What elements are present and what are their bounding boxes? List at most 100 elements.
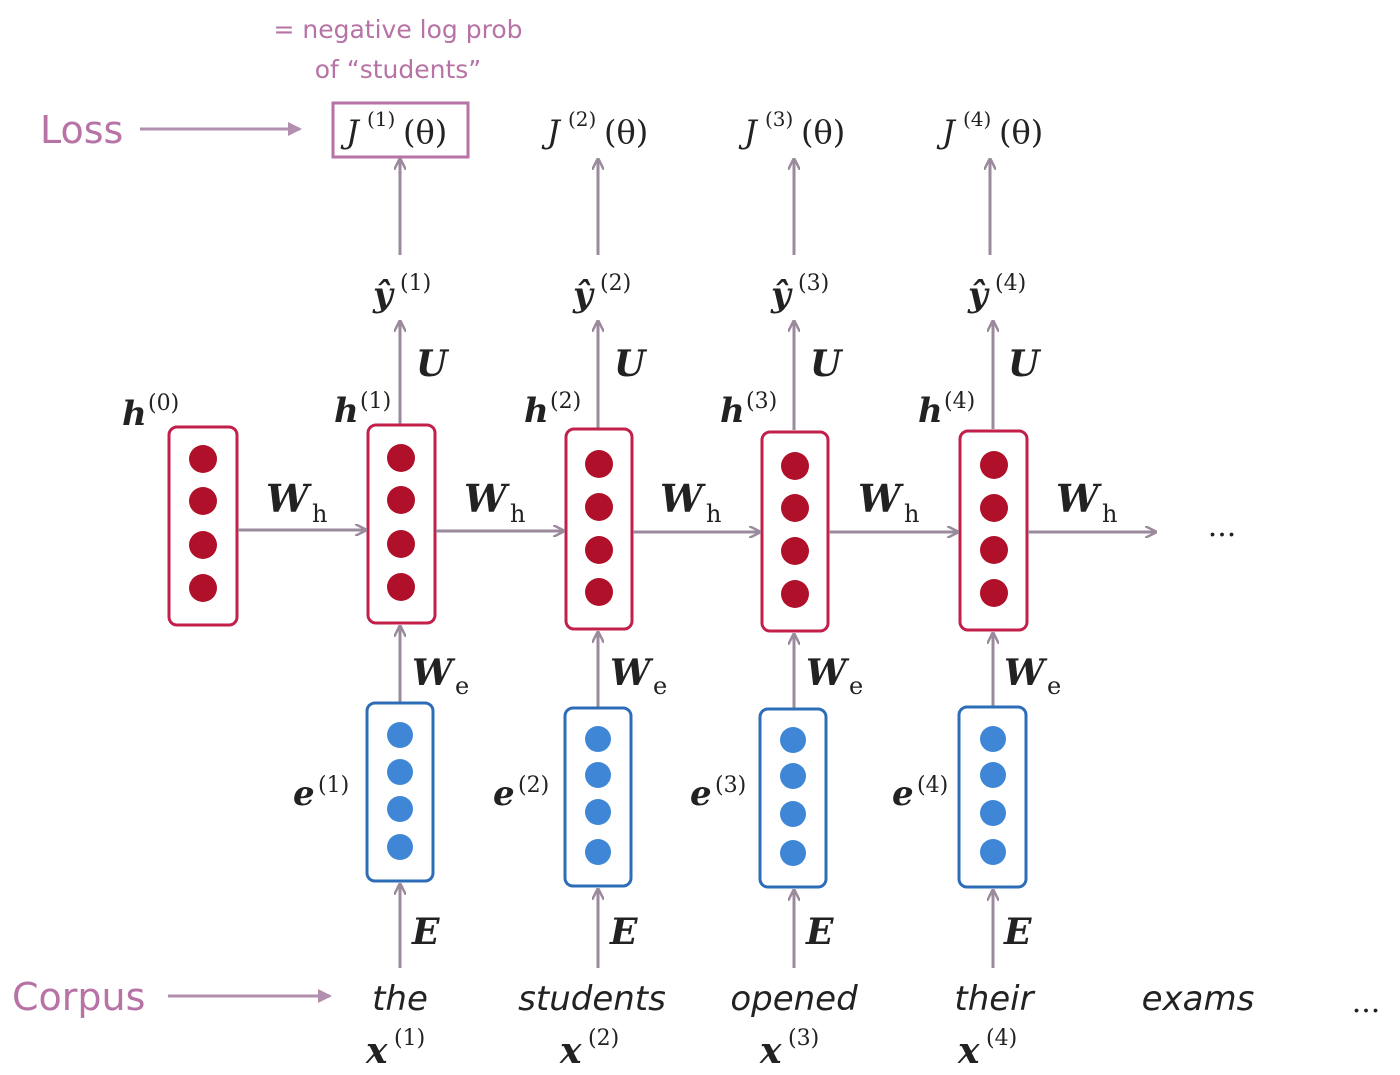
h2-superscript: (2) [550,389,581,414]
e1-unit-4 [387,834,413,860]
x1-symbol: x [365,1030,388,1072]
h2-unit-2 [585,493,613,521]
loss-1-superscript: (1) [367,107,395,131]
E-label-1: E [411,911,440,953]
h4-superscript: (4) [944,389,975,414]
annotation-line-1: = negative log prob [274,15,523,44]
initial-hidden-state: h (0) [122,391,239,627]
yhat-2-superscript: (2) [600,271,631,296]
e4-symbol: e [892,774,914,814]
e3-unit-2 [780,763,806,789]
loss-2-arg: (θ) [604,113,648,151]
Wh-label-5: W [1056,476,1102,521]
E-label-4: E [1003,911,1032,953]
loss-1-arg: (θ) [403,113,447,151]
We-label-4: W [1004,652,1048,694]
h4-symbol: h [918,391,943,431]
e2-unit-3 [585,799,611,825]
h1-unit-1 [387,444,415,472]
e4-unit-3 [980,800,1006,826]
Wh-label-1: W [266,476,312,521]
U-label-1: U [416,343,450,385]
h0-unit-3 [189,531,217,559]
h4-unit-3 [980,536,1008,564]
h0-superscript: (0) [148,391,179,416]
e2-unit-1 [585,726,611,752]
We-sub-3: e [849,672,863,700]
loss-4-arg: (θ) [999,113,1043,151]
x1-superscript: (1) [394,1026,425,1051]
Wh-sub-2: h [510,500,525,528]
yhat-4-symbol: ŷ [967,275,990,315]
h4-unit-2 [980,494,1008,522]
loss-1-symbol: J [340,113,361,151]
embedding-3-box [758,707,828,889]
h0-vector-box [167,425,239,627]
h3-unit-3 [781,537,809,565]
corpus-word-5: exams [1142,979,1255,1019]
e4-unit-2 [980,762,1006,788]
h2-symbol: h [524,391,549,431]
e4-superscript: (4) [917,773,948,798]
loss-4-symbol: J [936,113,957,151]
Wh-sub-1: h [312,500,327,528]
corpus-word-3: opened [730,979,858,1019]
Wh-sub-3: h [706,500,721,528]
embedding-4-box [957,705,1028,889]
U-label-4: U [1008,343,1042,385]
x3-superscript: (3) [788,1026,819,1051]
h1-superscript: (1) [360,389,391,414]
e3-unit-4 [780,840,806,866]
We-sub-2: e [653,672,667,700]
h3-superscript: (3) [746,389,777,414]
e2-unit-2 [585,762,611,788]
h0-unit-2 [189,487,217,515]
timestep-3: J (3) (θ) ŷ (3) U h (3) W e e (3) E open… [690,107,863,1072]
We-label-2: W [610,652,654,694]
Wh-sub-4: h [904,500,919,528]
h1-symbol: h [334,391,359,431]
embedding-1-box [365,701,435,883]
hidden-state-4-box [958,429,1029,632]
We-label-3: W [806,652,850,694]
e4-unit-1 [980,726,1006,752]
h3-symbol: h [720,391,745,431]
e1-unit-2 [387,759,413,785]
loss-4-superscript: (4) [963,107,991,131]
loss-3-symbol: J [738,113,759,151]
loss-highlight-box [331,101,470,159]
Wh-label-4: W [858,476,904,521]
corpus-continuation-ellipsis: ... [1352,985,1381,1020]
corpus-word-2: students [518,979,666,1019]
e2-superscript: (2) [518,773,549,798]
E-label-2: E [609,911,638,953]
h2-unit-3 [585,536,613,564]
e1-unit-1 [387,722,413,748]
loss-3-superscript: (3) [765,107,793,131]
hidden-state-1-box [366,423,437,625]
U-label-2: U [614,343,648,385]
embedding-2-box [563,706,633,888]
loss-2-symbol: J [541,113,562,151]
x2-symbol: x [559,1030,582,1072]
x3-symbol: x [759,1030,782,1072]
Wh-sub-5: h [1102,500,1117,528]
Wh-label-3: W [660,476,706,521]
corpus-row-label: Corpus [12,975,145,1019]
yhat-1-symbol: ŷ [372,275,395,315]
corpus-word-1: the [372,979,428,1019]
h3-unit-1 [781,452,809,480]
loss-2-superscript: (2) [568,107,596,131]
annotation-line-2: of “students” [315,55,482,84]
yhat-3-symbol: ŷ [770,275,793,315]
timestep-1: J (1) (θ) ŷ (1) U h (1) W e e (1) E the … [293,101,470,1072]
timestep-2: J (2) (θ) ŷ (2) U h (2) W e e (2) E stud… [493,107,667,1072]
e2-unit-4 [585,839,611,865]
Wh-label-2: W [464,476,510,521]
h3-unit-2 [781,494,809,522]
h1-unit-2 [387,486,415,514]
h1-unit-4 [387,573,415,601]
loss-3-arg: (θ) [801,113,845,151]
h3-unit-4 [781,580,809,608]
